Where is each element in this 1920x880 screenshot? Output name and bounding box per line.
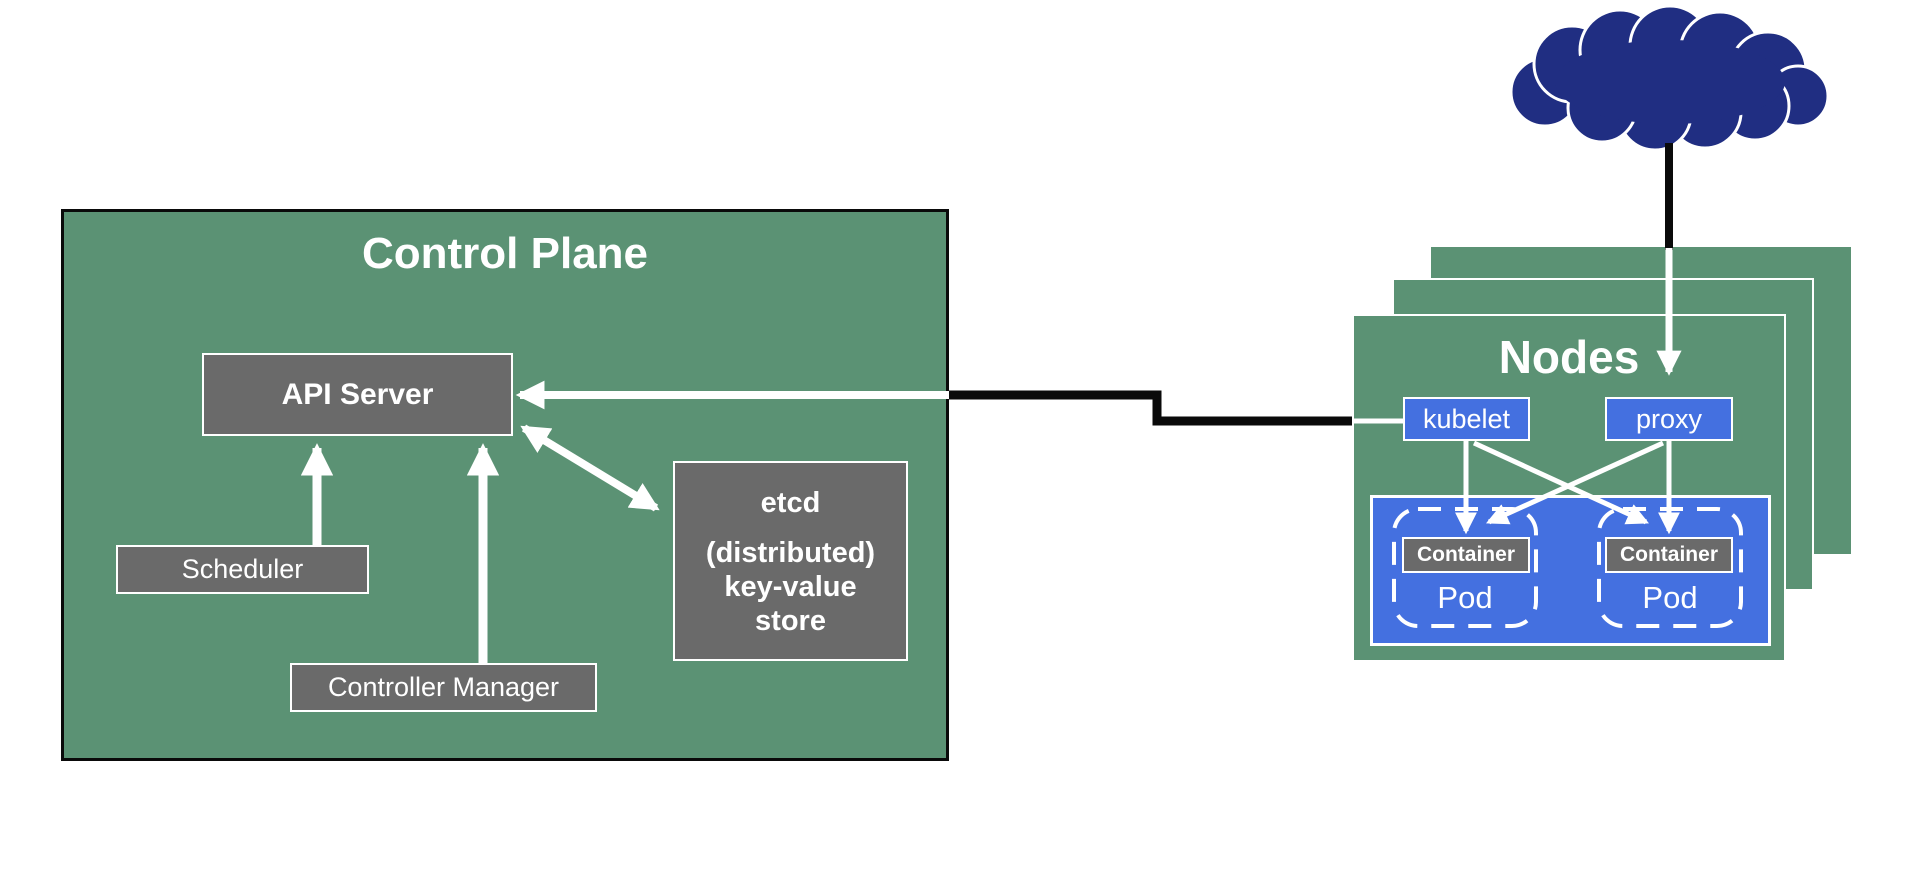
controller-manager-label: Controller Manager bbox=[327, 672, 560, 702]
container-box-left: Container bbox=[1402, 537, 1530, 573]
kubelet-label: kubelet bbox=[1422, 403, 1511, 434]
api-server-label: API Server bbox=[281, 377, 434, 411]
etcd-subtitle-line: (distributed) bbox=[705, 537, 876, 569]
kubelet-box: kubelet bbox=[1403, 397, 1530, 441]
nodes-title: Nodes bbox=[1498, 331, 1640, 383]
scheduler-box: Scheduler bbox=[116, 545, 369, 594]
etcd-subtitle-line: key-value bbox=[724, 571, 857, 603]
proxy-box: proxy bbox=[1605, 397, 1733, 441]
pod-label-left: Pod bbox=[1437, 580, 1493, 615]
container-label: Container bbox=[1416, 543, 1515, 566]
proxy-label: proxy bbox=[1635, 403, 1703, 434]
api-server-box: API Server bbox=[202, 353, 513, 436]
scheduler-label: Scheduler bbox=[181, 554, 304, 584]
etcd-subtitle-line: store bbox=[755, 605, 826, 637]
nodes-to-control-plane-connector bbox=[949, 390, 1352, 426]
pod-label-right: Pod bbox=[1642, 580, 1698, 615]
controller-manager-box: Controller Manager bbox=[290, 663, 597, 712]
etcd-box: etcd (distributed) key-value store bbox=[673, 461, 908, 661]
container-box-right: Container bbox=[1605, 537, 1733, 573]
control-plane-title: Control Plane bbox=[361, 229, 649, 278]
cloud-icon bbox=[1509, 4, 1830, 152]
etcd-title: etcd bbox=[760, 487, 821, 519]
container-label: Container bbox=[1619, 543, 1718, 566]
